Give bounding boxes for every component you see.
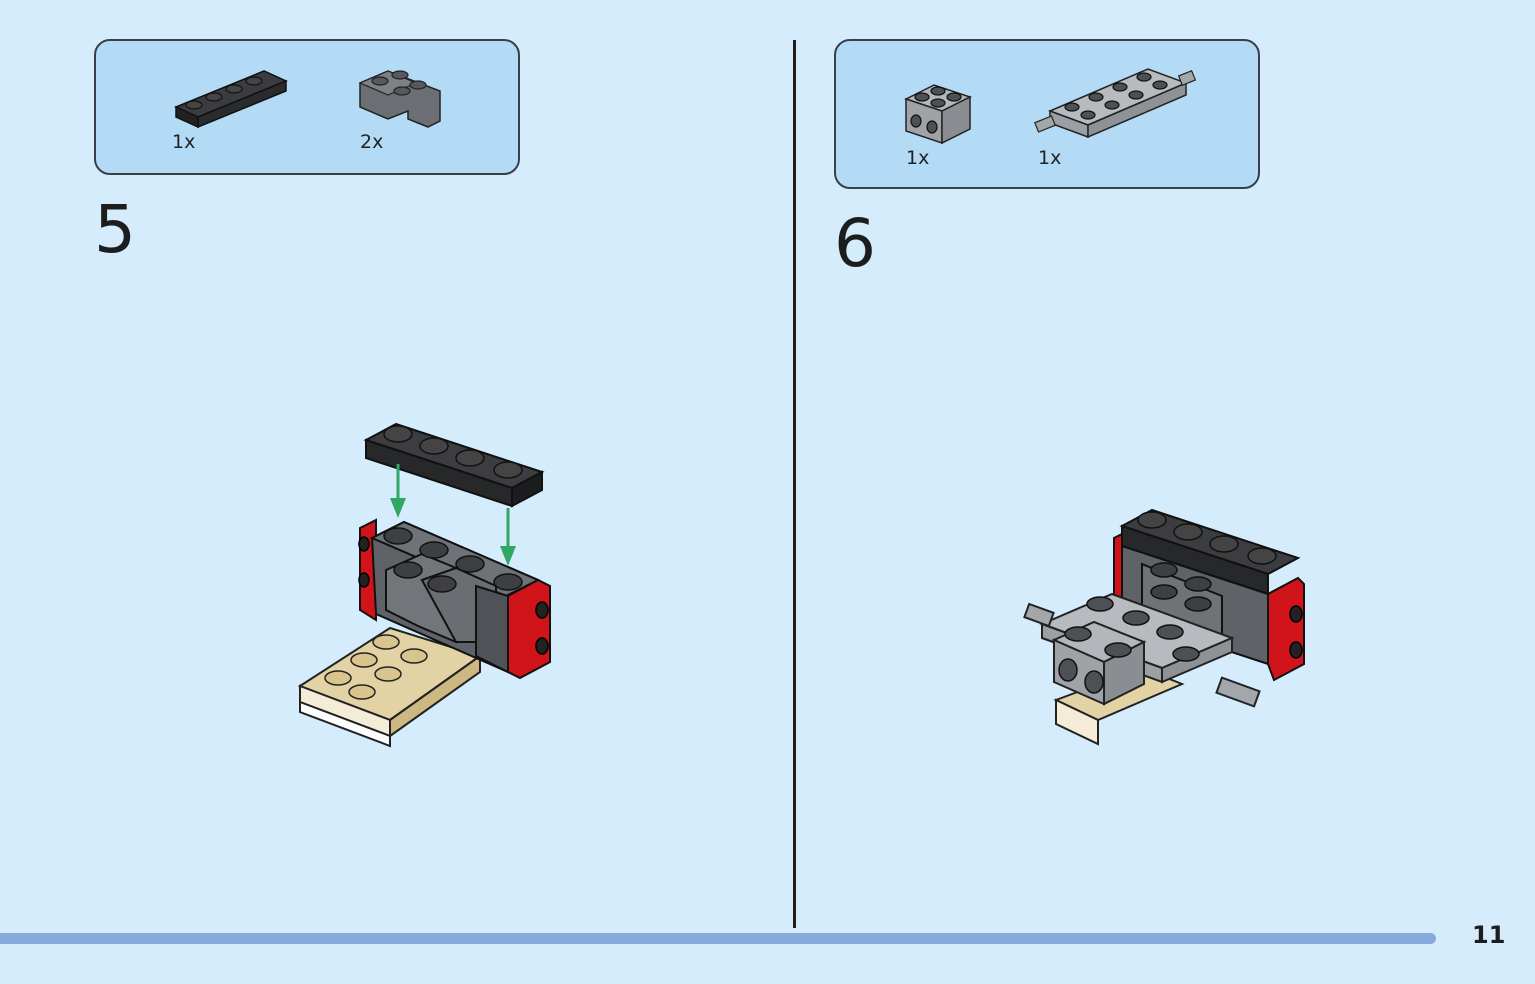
part-qty: 1x [1038,147,1062,169]
gray-brick-with-side-studs-icon [904,84,972,145]
part-qty: 1x [906,147,930,169]
step-5-assembly-illustration [297,422,551,748]
placement-arrow-icon [390,464,516,566]
gray-plate-with-axle-pins-icon [1034,68,1197,139]
parts-list-step-5: 1x 2x [94,39,520,175]
step-number: 5 [94,191,136,268]
part-qty: 1x [172,131,196,153]
black-plate-1x4-icon [174,70,288,129]
step-6-assembly-illustration [1023,508,1305,746]
progress-bar [0,933,1436,944]
page-number: 11 [1472,921,1506,949]
parts-list-step-6: 1x 1x [834,39,1260,189]
part-qty: 2x [360,131,384,153]
dark-gray-corner-brick-icon [358,70,441,128]
page-divider [793,40,796,928]
step-number: 6 [834,205,876,282]
